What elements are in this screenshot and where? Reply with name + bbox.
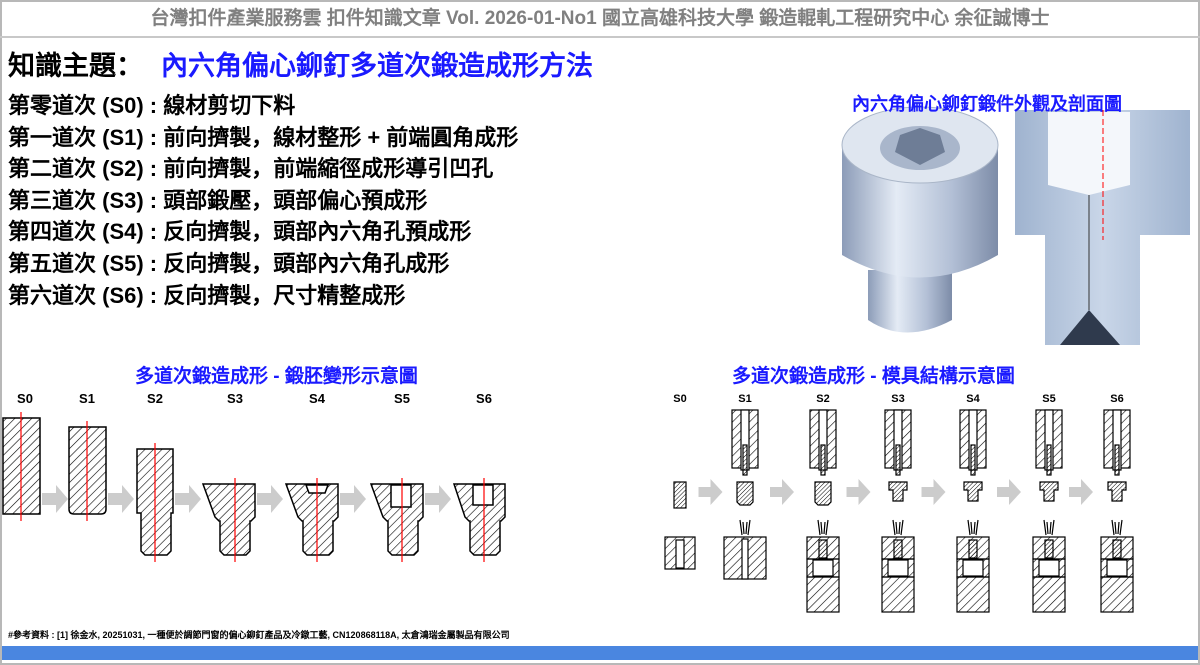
die-cavity: [1112, 539, 1122, 559]
blank-s3: [201, 483, 256, 556]
arrow-icon: [921, 479, 946, 505]
blank-s4: [284, 483, 339, 556]
die-chamber: [887, 559, 909, 577]
ejector-pins: [739, 519, 751, 536]
die-chamber: [1038, 559, 1060, 577]
die-stage-label: S4: [966, 393, 980, 405]
step-item: 第二道次 (S2) : 前向擠製，前端縮徑成形導引凹孔: [8, 156, 494, 182]
topic-title: 內六角偏心鉚釘多道次鍛造成形方法: [161, 51, 593, 81]
header-title: 台灣扣件產業服務雲 扣件知識文章 Vol. 2026-01-No1 國立高雄科技…: [0, 0, 1200, 38]
arrow-icon: [846, 479, 871, 505]
punch-pin: [820, 444, 826, 476]
blank: [963, 481, 983, 502]
step-item: 第四道次 (S4) : 反向擠製，頭部內六角孔預成形: [8, 219, 472, 245]
die-stage-label: S3: [891, 393, 905, 405]
punch-pin: [895, 444, 901, 476]
punch-pin: [1046, 444, 1052, 476]
hex-hole: [390, 484, 412, 508]
die-holder: [881, 576, 915, 613]
image-title: 內六角偏心鉚釘鍛件外觀及剖面圖: [852, 94, 1122, 114]
blank: [1039, 481, 1059, 502]
right-diagram-title: 多道次鍛造成形 - 模具結構示意圖: [732, 366, 1015, 387]
step-item: 第零道次 (S0) : 線材剪切下料: [8, 93, 296, 118]
die-structure-diagram: [664, 409, 1134, 613]
blank: [1107, 481, 1127, 502]
bolt-3d-image: [841, 106, 999, 333]
die-bore: [741, 538, 749, 580]
blank: [814, 481, 832, 506]
blank-s0: [673, 481, 687, 509]
die-cavity: [968, 539, 978, 559]
step-item: 第一道次 (S1) : 前向擠製，線材整形 + 前端圓角成形: [8, 124, 519, 150]
punch-pin: [970, 444, 976, 476]
stage-label: S1: [79, 391, 95, 406]
die-stage-label: S0: [673, 393, 687, 405]
blank-deformation-diagram: [2, 412, 506, 562]
die-stage-label: S2: [816, 393, 830, 405]
arrow-icon: [1069, 479, 1093, 505]
topic-label: 知識主題：: [8, 51, 143, 81]
ejector-pins: [817, 519, 829, 536]
step-item: 第五道次 (S5) : 反向擠製，頭部內六角孔成形: [8, 250, 450, 276]
topic-heading: 知識主題： 內六角偏心鉚釘多道次鍛造成形方法: [8, 44, 593, 83]
stage-label: S4: [309, 391, 325, 406]
die-holder: [806, 576, 840, 613]
die-bore: [675, 539, 685, 569]
die-stage-label: S5: [1042, 393, 1056, 405]
arrow-icon: [42, 485, 68, 513]
die-stage-label: S1: [738, 393, 752, 405]
arrow-icon: [770, 479, 794, 505]
bolt-section-image: [1015, 110, 1190, 345]
stage-label: S0: [17, 391, 33, 406]
die-stage-label: S6: [1110, 393, 1124, 405]
blank: [736, 481, 754, 506]
die-chamber: [812, 559, 834, 577]
ejector-pins: [1043, 519, 1055, 536]
step-item: 第三道次 (S3) : 頭部鍛壓，頭部偏心預成形: [8, 187, 428, 213]
arrow-icon: [997, 479, 1021, 505]
arrow-icon: [257, 485, 283, 513]
stage-label: S6: [476, 391, 492, 406]
ejector-pins: [892, 519, 904, 536]
arrow-icon: [698, 479, 723, 505]
die-cavity: [1044, 539, 1054, 559]
die-holder: [1032, 576, 1066, 613]
hex-hole: [472, 484, 494, 506]
die-holder: [1100, 576, 1134, 613]
blank: [888, 481, 908, 502]
stage-label: S3: [227, 391, 243, 406]
die-chamber: [962, 559, 984, 577]
arrow-icon: [108, 485, 134, 513]
arrows: [42, 485, 451, 513]
ejector-pins: [1111, 519, 1123, 536]
arrow-icon: [340, 485, 366, 513]
punch-pin: [1114, 444, 1120, 476]
die-cavity: [818, 539, 828, 559]
stage-label: S2: [147, 391, 163, 406]
arrow-icon: [425, 485, 451, 513]
step-item: 第六道次 (S6) : 反向擠製，尺寸精整成形: [8, 282, 406, 308]
footer-bar: [2, 646, 1198, 660]
punch-pin: [742, 444, 748, 476]
reference-note: #參考資料 : [1] 徐金水, 20251031, 一種便於調節門窗的偏心鉚釘…: [8, 630, 510, 640]
die-cavity: [893, 539, 903, 559]
ejector-pins: [967, 519, 979, 536]
step-list: 第零道次 (S0) : 線材剪切下料 第一道次 (S1) : 前向擠製，線材整形…: [8, 90, 518, 311]
arrow-icon: [175, 485, 201, 513]
left-diagram-title: 多道次鍛造成形 - 鍛胚變形示意圖: [135, 366, 418, 387]
die-holder: [956, 576, 990, 613]
die-chamber: [1106, 559, 1128, 577]
centerlines: [20, 412, 485, 562]
stage-label: S5: [394, 391, 410, 406]
